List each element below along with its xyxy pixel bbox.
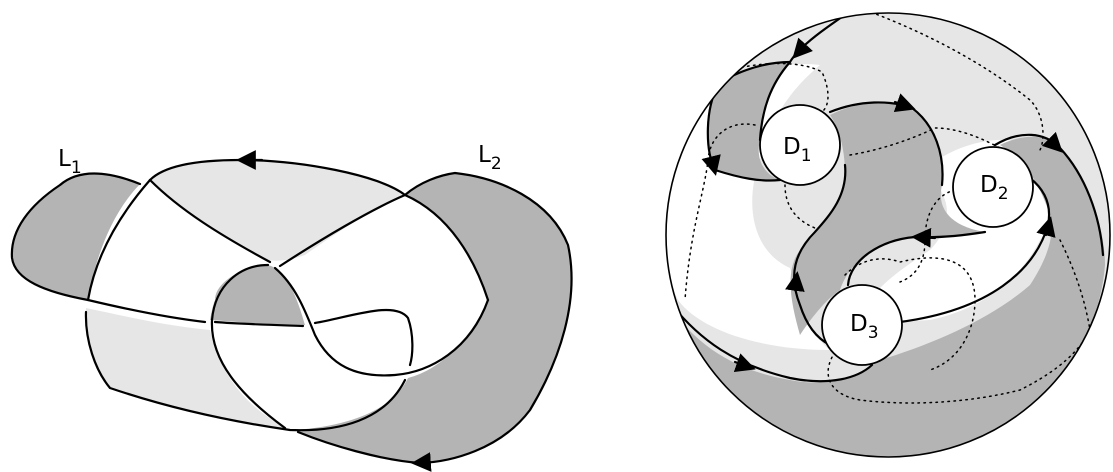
- label-d1: D1: [783, 134, 812, 166]
- curve-d1-down: [793, 163, 847, 347]
- dark-region-lower-band: [666, 136, 1105, 457]
- dotted-center: [844, 257, 976, 371]
- strand-inner-knot: [273, 266, 490, 377]
- dark-region-left-lobe: [11, 173, 140, 300]
- disk-diagram: D1 D2 D3: [665, 12, 1111, 458]
- disk-d2: [952, 146, 1034, 228]
- strand-l2-lobe: [296, 171, 573, 465]
- arrow-d2-right: [1041, 131, 1063, 153]
- label-l2: L2: [478, 142, 502, 174]
- strand-inner-loop: [210, 263, 287, 430]
- strand-upper-cross-left: [148, 178, 272, 264]
- dotted-top: [859, 13, 1044, 151]
- light-region-top: [150, 160, 405, 261]
- arrow-lower: [733, 353, 756, 373]
- dark-region-center: [790, 103, 985, 336]
- link-diagram: L1 L2: [10, 142, 573, 472]
- label-d2: D2: [980, 172, 1009, 204]
- strand-upper-cross-right: [278, 193, 407, 268]
- curve-d2-inner: [898, 176, 1051, 324]
- strand-l1-middle: [213, 320, 305, 328]
- strand-left-lower: [84, 310, 407, 432]
- dotted-d1-right: [849, 127, 1001, 156]
- dark-region-upper-left: [707, 62, 790, 181]
- strand-l1-left-lobe: [10, 172, 207, 324]
- arrow-d2-inner: [1036, 216, 1056, 238]
- strand-l1-upper-arc: [148, 158, 490, 302]
- outer-disk: [665, 12, 1111, 458]
- arrow-d-left: [701, 154, 721, 176]
- label-l1: L1: [58, 146, 82, 178]
- strand-left-vertical: [86, 178, 152, 302]
- dotted-right: [1059, 239, 1091, 331]
- arrow-bottom: [411, 452, 432, 472]
- label-d3: D3: [850, 311, 879, 343]
- arrow-d-top-left: [792, 37, 813, 59]
- dotted-left: [684, 123, 756, 301]
- dark-region-center: [210, 264, 305, 325]
- dotted-d3-below: [827, 329, 1091, 404]
- dark-region-right-lobe: [295, 173, 572, 463]
- curve-lower: [670, 303, 874, 383]
- disk-d1: [759, 104, 841, 186]
- light-region-bottom: [85, 308, 290, 430]
- arrow-mid: [911, 227, 937, 248]
- curve-left-outer: [706, 60, 792, 182]
- strand-l1-right: [313, 308, 414, 367]
- disk-d3: [821, 284, 903, 366]
- arrow-d3-left: [785, 271, 805, 293]
- curve-upper-left-inner: [758, 60, 792, 142]
- arrow-d1-right: [893, 93, 916, 113]
- dotted-upper-left: [729, 62, 829, 113]
